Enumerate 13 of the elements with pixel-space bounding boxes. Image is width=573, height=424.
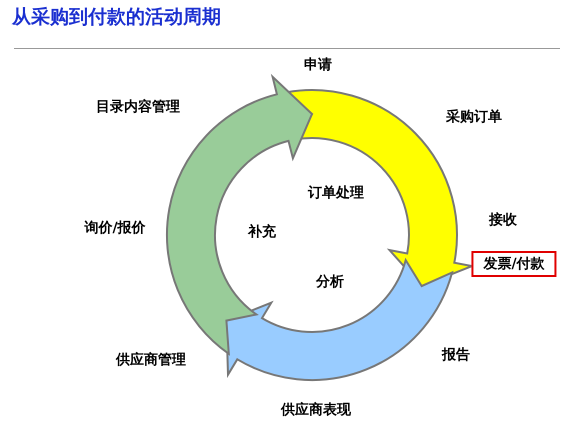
step-label: 接收 bbox=[489, 211, 517, 229]
step-label: 申请 bbox=[304, 56, 332, 74]
stage-label: 订单处理 bbox=[308, 184, 364, 201]
step-label: 询价/报价 bbox=[84, 219, 146, 237]
highlight-box: 发票/付款 bbox=[471, 251, 557, 277]
stage-label: 分析 bbox=[316, 274, 344, 290]
stage-label: 补充 bbox=[248, 224, 276, 240]
step-label: 目录内容管理 bbox=[96, 98, 180, 116]
step-label: 采购订单 bbox=[446, 108, 502, 126]
step-label: 供应商管理 bbox=[116, 351, 186, 369]
step-label: 报告 bbox=[442, 346, 470, 364]
title: 从采购到付款的活动周期 bbox=[12, 5, 221, 30]
step-label: 供应商表现 bbox=[281, 401, 351, 419]
